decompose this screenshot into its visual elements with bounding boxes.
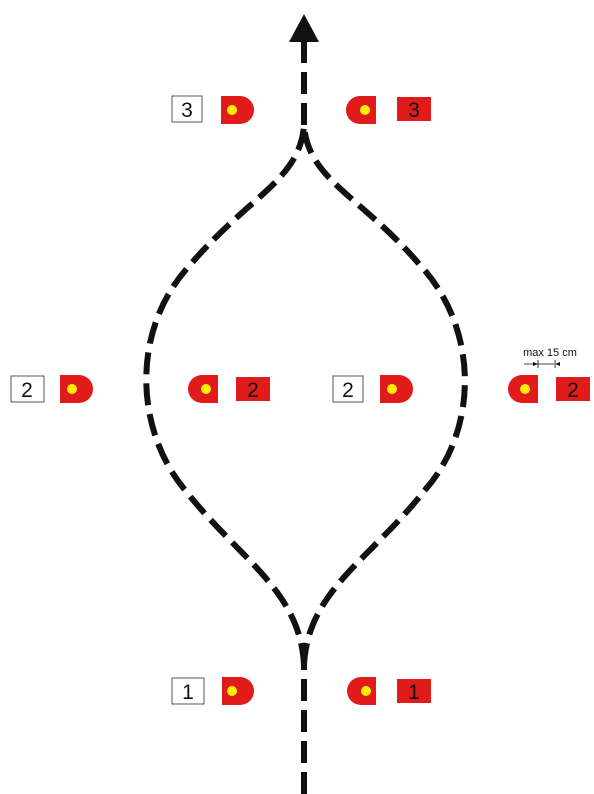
number-plate-red (397, 679, 431, 703)
gate-number: 2 (567, 379, 579, 402)
gate-number: 3 (181, 99, 193, 122)
gate-number: 3 (408, 99, 420, 122)
gate-3-right: 3 (346, 96, 431, 124)
marker-dot (361, 686, 371, 696)
gate-number: 1 (408, 681, 420, 704)
number-plate-white (171, 95, 203, 123)
number-plate-red (556, 377, 590, 401)
number-plate-white (10, 375, 45, 403)
up-arrow-icon (289, 14, 319, 42)
path-right-branch (301, 124, 468, 666)
dimension-arrow-right (555, 362, 560, 366)
marker-dot (67, 384, 77, 394)
marker-dot (360, 105, 370, 115)
dimension-arrow-left (533, 362, 538, 366)
number-plate-red (236, 377, 270, 401)
gate-3-left: 3 (171, 95, 254, 124)
marker-dot (387, 384, 397, 394)
course-path (143, 40, 468, 794)
gate-number: 2 (21, 379, 33, 402)
gate-2-inner-left: 2 (188, 375, 270, 403)
gate-2-outer-left: 2 (10, 375, 93, 403)
gate-2-outer-right: 2 (508, 375, 590, 403)
gate-number: 2 (247, 379, 259, 402)
marker-dot (227, 686, 237, 696)
number-plate-white (332, 375, 364, 403)
gate-marker-d-right (222, 677, 254, 705)
marker-dot (227, 105, 237, 115)
gate-marker-d-right (221, 96, 254, 124)
number-plate-white (171, 677, 205, 705)
path-left-branch (143, 124, 307, 666)
marker-dot (520, 384, 530, 394)
gate-2-inner-right: 2 (332, 375, 413, 403)
number-plate-red (397, 97, 431, 121)
gate-1-right: 1 (347, 677, 431, 705)
gate-1-left: 1 (171, 677, 254, 705)
gate-number: 1 (182, 681, 194, 704)
marker-dot (201, 384, 211, 394)
distance-annotation: max 15 cm (523, 347, 577, 368)
gate-number: 2 (342, 379, 354, 402)
annotation-text: max 15 cm (523, 347, 577, 359)
